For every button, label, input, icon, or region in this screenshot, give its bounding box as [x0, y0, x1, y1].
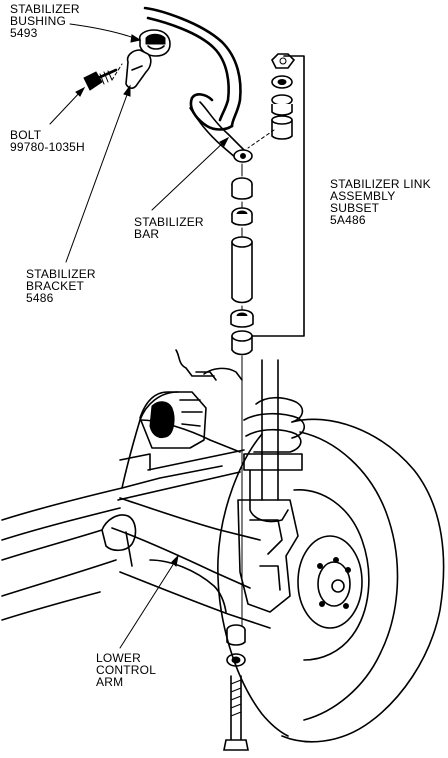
- strut-spring-drawing: [243, 359, 305, 523]
- stabilizer-bar-label-line1: STABILIZER: [134, 215, 204, 229]
- stabilizer-bracket-label-line1: STABILIZER: [26, 267, 96, 281]
- lower-control-arm-label-line2: CONTROL: [96, 663, 157, 677]
- stabilizer-link-label-line3: SUBSET: [330, 201, 380, 215]
- bolt-drawing: [83, 68, 118, 91]
- stabilizer-bracket-label-line2: BRACKET: [26, 279, 85, 293]
- knuckle-drawing: [237, 499, 299, 613]
- bolt-label-line1: BOLT: [10, 128, 42, 142]
- link-stack-drawing: [230, 163, 254, 629]
- link-subset-drawing: [247, 53, 305, 337]
- stabilizer-link-label-line2: ASSEMBLY: [330, 189, 396, 203]
- lower-control-arm-label: LOWER CONTROL ARM: [96, 652, 156, 688]
- frame-drawing: [1, 391, 245, 621]
- stabilizer-bushing-label-line3: 5493: [10, 26, 38, 40]
- stabilizer-bar-drawing: [143, 6, 253, 163]
- bolt-label-line2: 99780-1035H: [10, 140, 85, 154]
- engine-mount-drawing: [139, 349, 243, 449]
- leader-lines: [49, 23, 230, 649]
- wheel-drawing: [217, 418, 445, 743]
- lower-control-arm-label-line3: ARM: [96, 675, 124, 689]
- stabilizer-bushing-label: STABILIZER BUSHING 5493: [10, 3, 80, 39]
- lower-control-arm-label-line1: LOWER: [96, 651, 142, 665]
- stabilizer-bushing-label-line1: STABILIZER: [10, 2, 80, 16]
- stabilizer-bar-label: STABILIZER BAR: [134, 216, 204, 240]
- stabilizer-link-label: STABILIZER LINK ASSEMBLY SUBSET 5A486: [330, 178, 431, 226]
- stabilizer-bushing-label-line2: BUSHING: [10, 14, 67, 28]
- stabilizer-link-label-line1: STABILIZER LINK: [330, 177, 431, 191]
- bolt-label: BOLT 99780-1035H: [10, 129, 85, 153]
- lower-control-arm-drawing: [111, 497, 271, 629]
- stabilizer-bracket-label-line3: 5486: [26, 291, 54, 305]
- stabilizer-bracket-drawing: [111, 49, 152, 89]
- stabilizer-bracket-label: STABILIZER BRACKET 5486: [26, 268, 96, 304]
- lower-link-parts-drawing: [223, 624, 249, 751]
- stabilizer-bar-label-line2: BAR: [134, 227, 160, 241]
- stabilizer-link-label-line4: 5A486: [330, 213, 366, 227]
